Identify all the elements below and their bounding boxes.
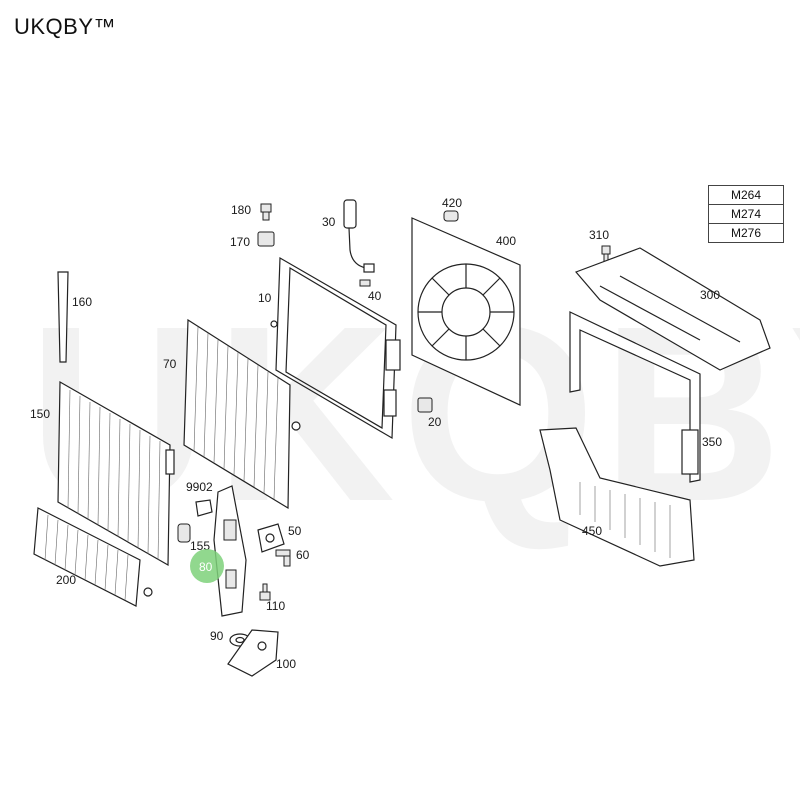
part-80-highlight xyxy=(190,549,224,583)
part-label-310: 310 xyxy=(589,228,610,242)
part-label-170: 170 xyxy=(230,235,251,249)
part-label-80: 80 xyxy=(199,560,213,574)
part-420-shape xyxy=(443,210,459,222)
part-label-420: 420 xyxy=(442,196,463,210)
part-label-110: 110 xyxy=(266,599,286,613)
part-label-30: 30 xyxy=(322,215,336,229)
part-300-shape xyxy=(574,247,771,371)
part-50-shape xyxy=(257,523,285,553)
part-110-shape xyxy=(259,583,271,601)
part-200-shape xyxy=(33,507,153,607)
part-400-shape xyxy=(411,217,521,406)
part-label-160: 160 xyxy=(72,295,93,309)
part-10-shape xyxy=(270,256,401,440)
part-label-70: 70 xyxy=(163,357,177,371)
part-40-shape xyxy=(359,279,371,287)
part-label-10: 10 xyxy=(258,291,272,305)
part-label-300: 300 xyxy=(700,288,721,302)
part-label-20: 20 xyxy=(428,415,442,429)
model-item: M276 xyxy=(730,226,762,240)
part-label-350: 350 xyxy=(702,435,723,449)
part-155-shape xyxy=(177,523,191,543)
part-310-shape xyxy=(601,245,611,263)
model-item: M264 xyxy=(709,186,783,205)
part-label-50: 50 xyxy=(288,524,302,538)
part-label-180: 180 xyxy=(231,203,252,217)
part-label-150: 150 xyxy=(30,407,51,421)
part-350-shape xyxy=(569,311,701,483)
part-label-60: 60 xyxy=(296,548,310,562)
model-list: M264 M274 M276 xyxy=(708,185,784,243)
part-label-40: 40 xyxy=(368,289,382,303)
part-30-shape xyxy=(343,199,375,273)
part-100-shape xyxy=(227,629,279,677)
brand-logo: UKQBY™ xyxy=(14,14,117,39)
part-160-shape xyxy=(57,271,69,363)
part-80-shape xyxy=(213,485,247,617)
part-180-shape xyxy=(260,203,272,221)
part-label-9902: 9902 xyxy=(186,480,213,494)
part-60-shape xyxy=(275,549,291,567)
part-170-shape xyxy=(257,231,275,247)
part-150-shape xyxy=(57,380,175,567)
part-label-100: 100 xyxy=(276,657,297,671)
model-item: M274 xyxy=(709,205,783,224)
part-9902-shape xyxy=(195,499,213,517)
part-20-shape xyxy=(417,397,433,413)
part-70-shape xyxy=(183,318,291,510)
part-label-450: 450 xyxy=(582,524,603,538)
part-label-90: 90 xyxy=(210,629,224,643)
part-450-shape xyxy=(539,427,695,567)
part-label-400: 400 xyxy=(496,234,517,248)
part-label-200: 200 xyxy=(56,573,77,587)
